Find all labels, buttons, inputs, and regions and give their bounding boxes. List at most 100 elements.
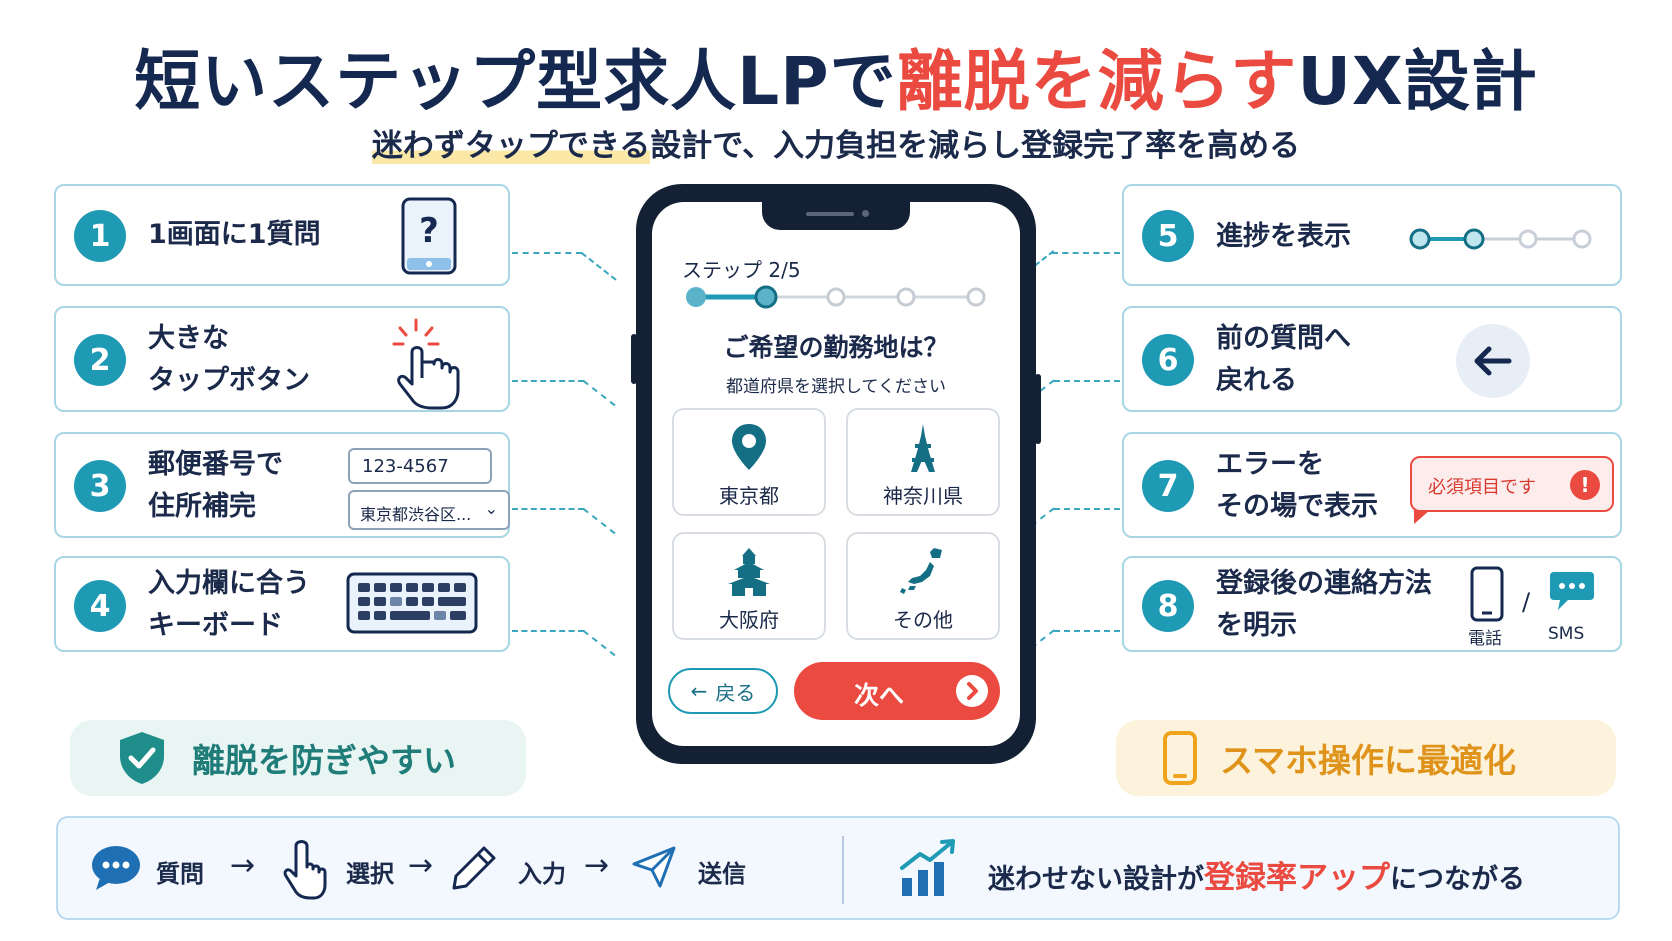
alert-icon: ! <box>1570 470 1600 500</box>
progress-step-4 <box>896 287 916 307</box>
option-other[interactable]: その他 <box>846 532 1000 640</box>
phone-notch <box>762 202 910 230</box>
page-subtitle: 迷わずタップできる設計で、入力負担を減らし登録完了率を高める <box>0 120 1672 165</box>
option-label: その他 <box>893 608 953 632</box>
flow-step-send: 送信 <box>698 860 746 888</box>
feature-card-5: 5 進捗を表示 <box>1122 184 1622 286</box>
feature-number: 2 <box>74 334 126 386</box>
next-button[interactable]: 次へ <box>794 662 1000 720</box>
feature-line2: を明示 <box>1216 610 1297 641</box>
slogan-highlight: 登録率アップ <box>1204 860 1390 896</box>
question-phone-icon: ? <box>401 197 457 275</box>
connector-line-6 <box>1054 380 1120 382</box>
connector-line-3b <box>582 508 616 535</box>
feature-card-2: 2 大きなタップボタン <box>54 306 510 412</box>
progress-step-2 <box>754 285 778 309</box>
feature-card-8: 8 登録後の連絡方法を明示 / 電話 SMS <box>1122 556 1622 652</box>
connector-line-1 <box>512 252 582 254</box>
back-button[interactable]: ← 戻る <box>668 668 778 714</box>
map-pin-icon <box>732 424 766 470</box>
feature-card-3: 3 郵便番号で住所補完 123-4567 東京都渋谷区...⌄ <box>54 432 510 538</box>
error-bubble: 必須項目です ! <box>1410 456 1614 524</box>
flow-step-question: 質問 <box>156 860 204 888</box>
japan-map-icon <box>900 548 942 594</box>
side-button <box>1035 374 1041 444</box>
contact-separator: / <box>1522 588 1531 616</box>
chevron-right-icon <box>956 675 988 707</box>
feature-line1: 大きな <box>148 323 229 354</box>
feature-number: 3 <box>74 460 126 512</box>
step-indicator: ステップ 2/5 <box>682 258 801 282</box>
feature-line2: タップボタン <box>148 365 310 396</box>
flow-arrow: → <box>584 848 610 883</box>
page-title: 短いステップ型求人LPで離脱を減らすUX設計 <box>0 28 1672 124</box>
flow-arrow: → <box>230 848 256 883</box>
progress-dots-icon <box>1409 228 1592 250</box>
connector-line-4 <box>512 630 584 632</box>
feature-number: 7 <box>1142 460 1194 512</box>
connector-line-2b <box>582 380 616 407</box>
zip-code-field: 123-4567 <box>348 448 492 484</box>
option-tokyo[interactable]: 東京都 <box>672 408 826 516</box>
feature-line1: エラーを <box>1216 449 1324 480</box>
flow-slogan: 迷わせない設計が登録率アップにつながる <box>988 852 1525 897</box>
feature-label: 進捗を表示 <box>1216 216 1351 258</box>
back-button-label: 戻る <box>715 680 756 705</box>
connector-line-2 <box>512 380 584 382</box>
sms-label: SMS <box>1548 624 1585 644</box>
feature-line2: キーボード <box>148 610 283 641</box>
flow-divider <box>842 836 844 904</box>
feature-line1: 1画面に1質問 <box>148 219 321 250</box>
option-icon-wrap <box>674 422 824 474</box>
question-text: ご希望の勤務地は？ <box>723 333 949 362</box>
option-label: 大阪府 <box>719 608 779 632</box>
flow-step-input: 入力 <box>518 860 566 888</box>
question-hint: 都道府県を選択してください <box>726 377 946 397</box>
connector-line-4b <box>582 630 616 657</box>
chat-bubble-icon <box>92 846 140 890</box>
bubble-tail <box>1414 510 1430 524</box>
feature-line1: 進捗を表示 <box>1216 221 1351 252</box>
side-button <box>631 334 637 384</box>
address-field: 東京都渋谷区...⌄ <box>348 490 510 530</box>
title-part2: UX設計 <box>1297 43 1538 120</box>
option-kanagawa[interactable]: 神奈川県 <box>846 408 1000 516</box>
feature-line1: 前の質問へ <box>1216 323 1351 354</box>
send-icon <box>632 846 676 888</box>
flow-bar: 質問 → 選択 → 入力 → 送信 迷わせない設計が登録率アップにつながる <box>56 816 1620 920</box>
svg-text:?: ? <box>419 211 439 251</box>
camera-dot <box>862 210 869 217</box>
title-highlight: 離脱を減らす <box>896 43 1298 120</box>
smartphone-icon <box>1163 731 1197 785</box>
back-arrow-icon <box>1456 324 1530 398</box>
feature-line1: 郵便番号で <box>148 449 283 480</box>
phone-mockup: ステップ 2/5 ご希望の勤務地は？ 都道府県を選択してください 東京都 <box>631 184 1041 764</box>
feature-label: 前の質問へ戻れる <box>1216 318 1351 402</box>
feature-card-1: 1 1画面に1質問 ? <box>54 184 510 286</box>
feature-line1: 入力欄に合う <box>148 568 310 599</box>
option-icon-wrap <box>848 546 998 598</box>
option-osaka[interactable]: 大阪府 <box>672 532 826 640</box>
benefit-badge-right: スマホ操作に最適化 <box>1116 720 1616 796</box>
progress-step-3 <box>826 287 846 307</box>
subtitle-highlight: 迷わずタップできる <box>371 128 651 164</box>
growth-chart-icon <box>900 839 955 896</box>
arrow-left-icon: ← <box>690 679 708 703</box>
chevron-down-icon: ⌄ <box>484 499 498 518</box>
phone-screen: ステップ 2/5 ご希望の勤務地は？ 都道府県を選択してください 東京都 <box>652 202 1020 746</box>
feature-label: エラーをその場で表示 <box>1216 444 1378 528</box>
feature-line1: 登録後の連絡方法 <box>1216 568 1432 599</box>
sms-bubble-icon <box>1550 572 1594 610</box>
flow-arrow: → <box>408 848 434 883</box>
feature-number: 4 <box>74 580 126 632</box>
feature-label: 入力欄に合うキーボード <box>148 563 310 647</box>
feature-line2: 戻れる <box>1216 365 1297 396</box>
slogan-pre: 迷わせない設計が <box>988 864 1204 895</box>
option-label: 神奈川県 <box>883 484 963 508</box>
feature-number: 8 <box>1142 580 1194 632</box>
flow-step-select: 選択 <box>346 860 394 888</box>
feature-card-7: 7 エラーをその場で表示 必須項目です ! <box>1122 432 1622 538</box>
feature-number: 5 <box>1142 210 1194 262</box>
feature-line2: 住所補完 <box>148 491 256 522</box>
speaker-grille <box>806 212 854 216</box>
